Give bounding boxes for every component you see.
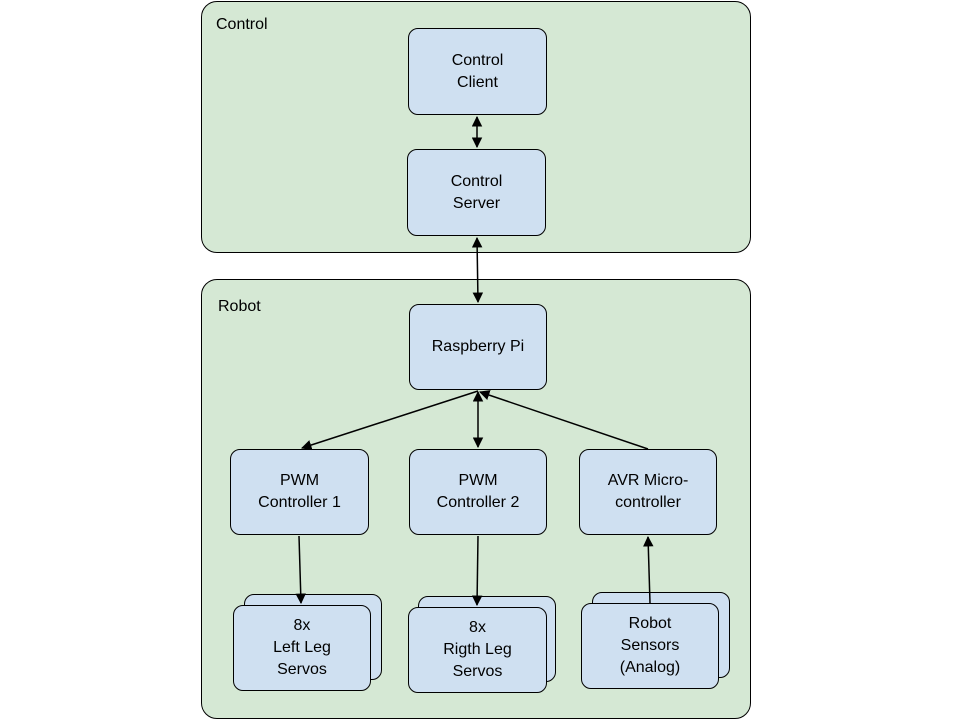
left-leg-servos-node[interactable]: 8x Left Leg Servos	[233, 605, 371, 691]
avr-microcontroller-node[interactable]: AVR Micro- controller	[579, 449, 717, 535]
robot-group-label: Robot	[218, 298, 261, 315]
control-client-node[interactable]: Control Client	[408, 28, 547, 115]
pwm-controller-1-node[interactable]: PWM Controller 1	[230, 449, 369, 535]
right-leg-servos-node[interactable]: 8x Rigth Leg Servos	[408, 607, 547, 693]
robot-sensors-node[interactable]: Robot Sensors (Analog)	[581, 603, 719, 689]
raspberry-pi-node[interactable]: Raspberry Pi	[409, 304, 547, 390]
pwm-controller-2-node[interactable]: PWM Controller 2	[409, 449, 547, 535]
control-group-label: Control	[216, 16, 268, 33]
control-server-node[interactable]: Control Server	[407, 149, 546, 236]
